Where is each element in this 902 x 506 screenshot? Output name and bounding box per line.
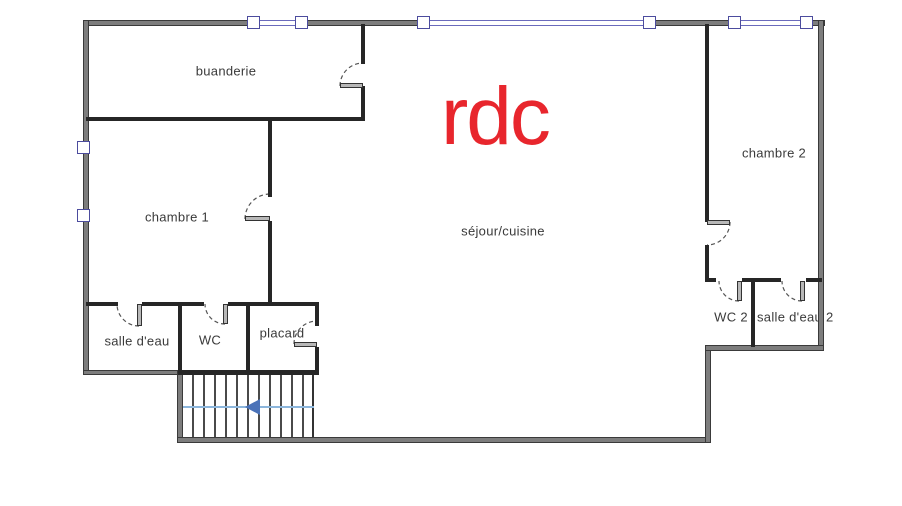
window-handle-icon bbox=[295, 16, 308, 29]
room-label-salledeau2: salle d'eau 2 bbox=[757, 309, 834, 325]
wall-buanderie-right-upper bbox=[361, 24, 365, 64]
room-label-sejour-cuisine: séjour/cuisine bbox=[461, 223, 545, 239]
room-label-wc: WC bbox=[198, 332, 222, 348]
door-leaf-wc2 bbox=[737, 281, 742, 301]
wall-wc-placard bbox=[246, 304, 250, 370]
wall-bath-bottom bbox=[178, 370, 319, 375]
window-handle-icon bbox=[800, 16, 813, 29]
wall-buanderie-bottom bbox=[86, 117, 365, 121]
room-label-chambre1: chambre 1 bbox=[144, 209, 210, 225]
window-glass-top-2 bbox=[428, 20, 645, 26]
room-label-placard: placard bbox=[259, 325, 305, 341]
wall-chambre1-right-upper bbox=[268, 119, 272, 197]
wall-buanderie-right-lower bbox=[361, 86, 365, 121]
door-leaf-salledeau bbox=[137, 304, 142, 326]
room-label-salledeau: salle d'eau bbox=[104, 333, 170, 349]
room-label-wc2: WC 2 bbox=[714, 309, 748, 325]
wall-placard-right-lower bbox=[315, 347, 319, 370]
window-left-wall-2 bbox=[77, 209, 90, 222]
room-label-chambre2: chambre 2 bbox=[741, 145, 807, 161]
wall-bath-top-a bbox=[86, 302, 118, 306]
wall-bath-top-b bbox=[142, 302, 204, 306]
wall-salledeau-wc bbox=[178, 304, 182, 370]
door-leaf-chambre2 bbox=[707, 220, 730, 225]
door-leaf-placard bbox=[294, 342, 317, 347]
outer-wall-bathroom2-bottom bbox=[705, 345, 824, 351]
door-leaf-buanderie bbox=[340, 83, 363, 88]
wall-chambre2-left-upper bbox=[705, 24, 709, 222]
wall-wc2-top-a bbox=[705, 278, 716, 282]
outer-wall-left bbox=[83, 20, 89, 375]
wall-bath-top-c bbox=[228, 302, 319, 306]
stairwell-wall-left bbox=[177, 370, 183, 443]
outer-wall-bottom-left bbox=[83, 370, 183, 375]
window-glass-top-3 bbox=[739, 20, 802, 26]
window-glass-top-1 bbox=[258, 20, 297, 26]
outer-wall-bottom bbox=[177, 437, 711, 443]
wall-placard-right-upper bbox=[315, 304, 319, 326]
door-leaf-salledeau2 bbox=[800, 281, 805, 301]
stair-direction-arrow-icon bbox=[245, 399, 260, 415]
outer-wall-right bbox=[818, 20, 824, 351]
door-leaf-chambre1 bbox=[245, 216, 270, 221]
window-handle-icon bbox=[643, 16, 656, 29]
wall-wc2-top-b bbox=[742, 278, 781, 282]
window-left-wall-1 bbox=[77, 141, 90, 154]
wall-wc2-top-c bbox=[806, 278, 822, 282]
outer-wall-lower-right-vertical bbox=[705, 345, 711, 443]
wall-chambre1-right-lower bbox=[268, 221, 272, 306]
wall-wc2-salledeau2 bbox=[751, 280, 755, 347]
wall-chambre2-left-lower bbox=[705, 245, 709, 280]
room-label-buanderie: buanderie bbox=[195, 63, 257, 79]
door-leaf-wc bbox=[223, 304, 228, 324]
window-handle-icon bbox=[247, 16, 260, 29]
window-handle-icon bbox=[417, 16, 430, 29]
floor-title: rdc bbox=[441, 71, 551, 162]
window-handle-icon bbox=[728, 16, 741, 29]
